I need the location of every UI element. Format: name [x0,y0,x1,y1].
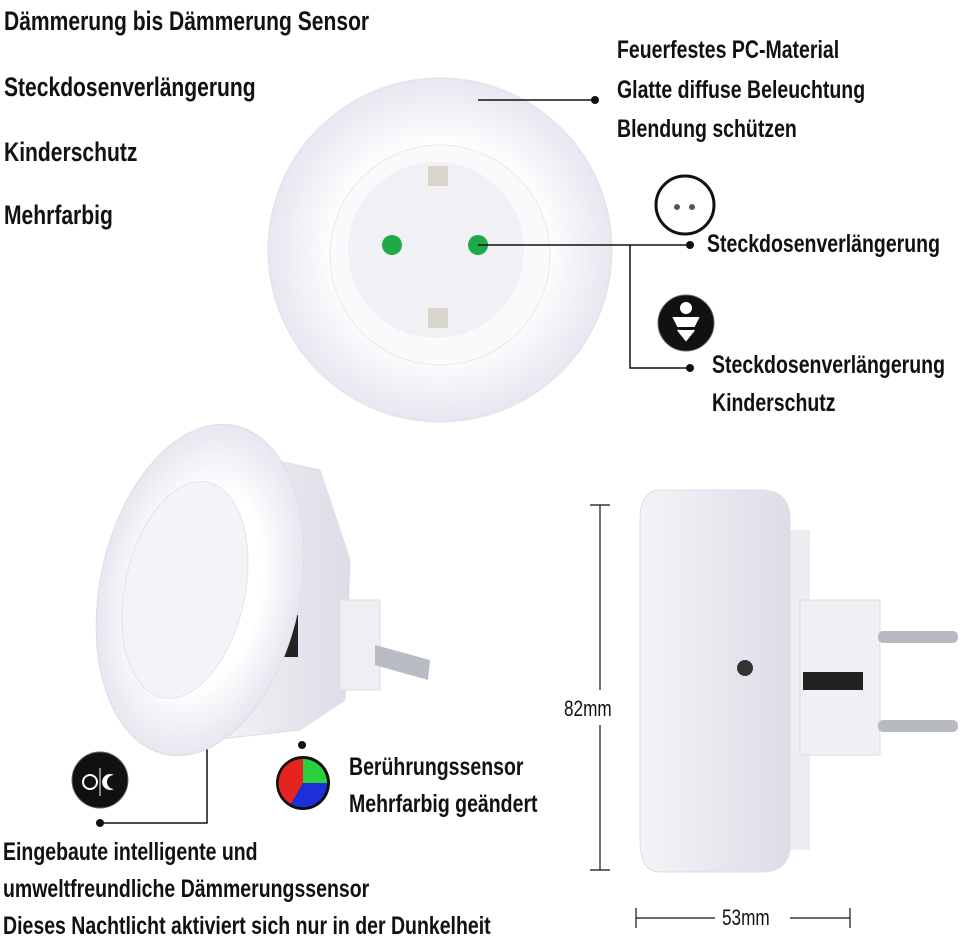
night-light-side-view [639,489,958,873]
dimension-lines [590,504,851,928]
child-safety-icon [657,294,715,352]
socket-hole [382,235,402,255]
width-dimension: 53mm [722,905,770,930]
lighting-text: Glatte diffuse Beleuchtung [617,76,866,104]
child-callout-text: Steckdosenverlängerung [712,351,946,379]
sensor-text-2: umweltfreundliche Dämmerungssensor [3,875,370,903]
dusk-sensor-icon [71,751,129,809]
rgb-color-icon [276,756,330,810]
callout-lines [100,99,690,824]
feature-multicolor: Mehrfarbig [4,200,113,230]
socket-callout-text: Steckdosenverlängerung [707,230,941,258]
touch-sensor-text: Berührungssensor [349,753,524,781]
feature-socket-extension: Steckdosenverlängerung [4,72,256,102]
material-text: Feuerfestes PC-Material [617,36,840,64]
height-dimension: 82mm [564,696,612,721]
glare-text: Blendung schützen [617,115,797,143]
multicolor-text: Mehrfarbig geändert [349,790,538,818]
feature-child-safety: Kinderschutz [4,137,138,167]
socket-icon [654,174,716,236]
night-light-front-view [267,77,613,423]
feature-dusk-sensor: Dämmerung bis Dämmerung Sensor [4,6,370,36]
sensor-text-1: Eingebaute intelligente und [3,838,258,866]
child-callout-text-2: Kinderschutz [712,389,836,417]
sensor-text-3: Dieses Nachtlicht aktiviert sich nur in … [3,912,491,940]
night-light-angled-view [95,423,430,757]
